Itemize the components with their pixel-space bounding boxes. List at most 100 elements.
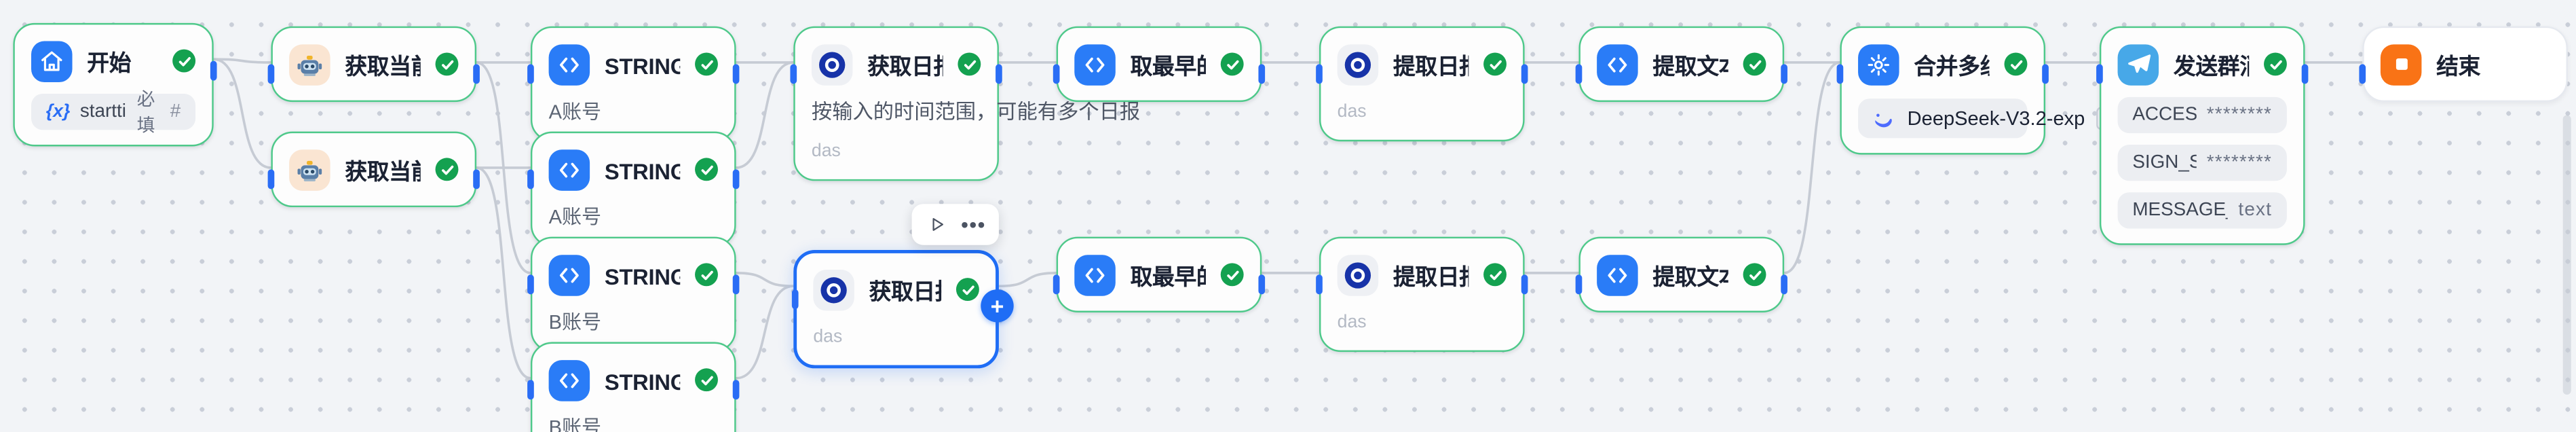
add-next-node-button[interactable]: + [981,289,1014,323]
variable-row[interactable]: {x}starttime必填# [31,90,196,137]
edge-str2num-start2-to-daily-list-b [736,285,794,380]
string-to-number-start2-node[interactable]: STRING转NUMBER_START1B账号 [527,342,740,432]
node-description: 按输入的时间范围，可能有多个日报 [811,100,1141,124]
output-port[interactable] [732,380,740,400]
input-port[interactable] [2096,64,2103,84]
node-toolbar[interactable]: ••• [911,204,999,245]
param-row[interactable]: ACCESS_TOKEN******** [2117,96,2287,134]
input-port[interactable] [1836,64,1844,84]
robot-icon [289,43,330,85]
output-port[interactable] [1258,274,1266,295]
status-success-icon [695,52,718,76]
fetch-daily-report-list-b-node[interactable]: •••获取日报清单B账号das+ [791,204,1014,369]
input-port[interactable] [527,274,534,295]
input-port[interactable] [1316,274,1323,295]
extract-daily-report-content-b-node[interactable]: 提取日报内容_Bdas [1316,236,1528,353]
input-port[interactable] [2359,64,2366,84]
input-port[interactable] [527,64,534,84]
send-group-message-node[interactable]: 发送群消息 ACCESS_TOKEN******** SIGN_SECRET****… [2096,26,2309,245]
output-port[interactable] [1521,274,1528,295]
edge-str2num-end2-to-daily-list-b [736,272,794,288]
node-title: 取最早的日报ID_A [1130,54,1206,79]
node-header: 提取文本转钉钉_A [1597,43,1766,86]
output-port[interactable] [473,169,480,190]
input-port[interactable] [790,64,797,84]
node-more-button[interactable]: ••• [958,209,989,240]
edge-str2num-start1-to-daily-list-a [736,61,794,169]
string-to-number-end1-node[interactable]: STRING转NUMBER_END1A账号 [527,26,740,142]
node-header: 开始 [31,39,196,82]
input-port[interactable] [527,380,534,400]
output-port[interactable] [732,64,740,84]
node-header: STRING转NUMBER_START1 [548,359,718,401]
status-success-icon [695,263,718,287]
output-port[interactable] [732,274,740,295]
node-header: 获取日报清单B账号 [813,268,979,311]
input-port[interactable] [1575,64,1583,84]
extract-daily-report-content-a-node[interactable]: 提取日报内容_Adas [1316,26,1528,142]
status-success-icon [2004,52,2028,76]
param-row[interactable]: MESSAGE_TYPEtext [2117,192,2287,229]
input-port[interactable] [1575,274,1583,295]
string-to-number-start1-node[interactable]: STRING转NUMBER_START1A账号 [527,131,740,247]
node-subtitle: B账号 [548,310,602,334]
input-port[interactable] [1053,64,1060,84]
input-port[interactable] [267,64,275,84]
param-value: ******** [2206,105,2273,125]
get-current-timestamp-node[interactable]: 获取当前时间戳 [267,26,480,103]
node-header: STRING转NUMBER_START1 [548,148,718,191]
node-header: 获取当前时间戳 [289,43,459,86]
output-port[interactable] [732,169,740,190]
status-success-icon [1483,263,1507,287]
model-row[interactable]: DeepSeek-V3.2-expCHAT [1858,98,2150,139]
output-port[interactable] [2301,64,2309,84]
merge-ops-report-llm-node[interactable]: 合并多组运维报告 DeepSeek-V3.2-expCHAT [1836,26,2150,155]
param-value: ******** [2206,153,2273,173]
run-node-button[interactable] [922,209,953,240]
status-success-icon [1483,52,1507,76]
output-port[interactable] [473,64,480,84]
output-port[interactable] [1521,64,1528,84]
start-node[interactable]: 开始{x}starttime必填# [13,22,217,147]
get-time-minus-start-node[interactable]: 获取当前时间向前推START_1 [267,131,480,208]
node-header: 发送群消息 [2117,43,2287,86]
variable-required-tag: 必填 [136,90,155,137]
input-port[interactable] [527,169,534,190]
output-port[interactable] [2042,64,2049,84]
llm-icon [1858,43,1899,85]
end-flag-icon [2380,43,2422,85]
node-header: 合并多组运维报告 [1858,43,2028,86]
home-icon [31,40,73,82]
input-port[interactable] [1316,64,1323,84]
status-success-icon [955,278,979,302]
node-header: 获取日报清单A账号 [811,43,981,86]
edge-start-to-get-timestamp [213,58,271,64]
input-port[interactable] [267,169,275,190]
edge-get-timestamp-to-str2num-end2 [476,61,531,274]
node-header: 获取当前时间向前推START_1 [289,148,459,191]
variable-name: starttime [79,102,127,122]
output-port[interactable] [210,60,217,81]
string-to-number-end2-node[interactable]: STRING转NUMBER_END2B账号 [527,236,740,353]
node-header: STRING转NUMBER_END2 [548,253,718,296]
text-to-dingtalk-a-node[interactable]: 提取文本转钉钉_A [1575,26,1787,103]
output-port[interactable] [1781,274,1787,295]
output-port[interactable] [996,64,1002,84]
earliest-report-id-b-node[interactable]: 取最早的日报ID_B [1053,236,1266,312]
input-port[interactable] [1053,274,1060,295]
vertical-scrollbar[interactable] [2562,115,2571,395]
end-node[interactable]: 结束 [2359,26,2568,103]
earliest-report-id-a-node[interactable]: 取最早的日报ID_A [1053,26,1266,103]
output-port[interactable] [1258,64,1266,84]
text-to-dingtalk-b-node[interactable]: 提取文本转钉钉 _B [1575,236,1787,312]
status-success-icon [172,49,196,73]
param-value: text [2238,200,2273,221]
output-port[interactable] [1781,64,1787,84]
node-header: 取最早的日报ID_B [1074,253,1244,296]
api-eye-icon [813,268,854,310]
input-port[interactable] [791,289,799,310]
deepseek-logo-icon [1871,106,1895,130]
param-row[interactable]: SIGN_SECRET******** [2117,145,2287,181]
